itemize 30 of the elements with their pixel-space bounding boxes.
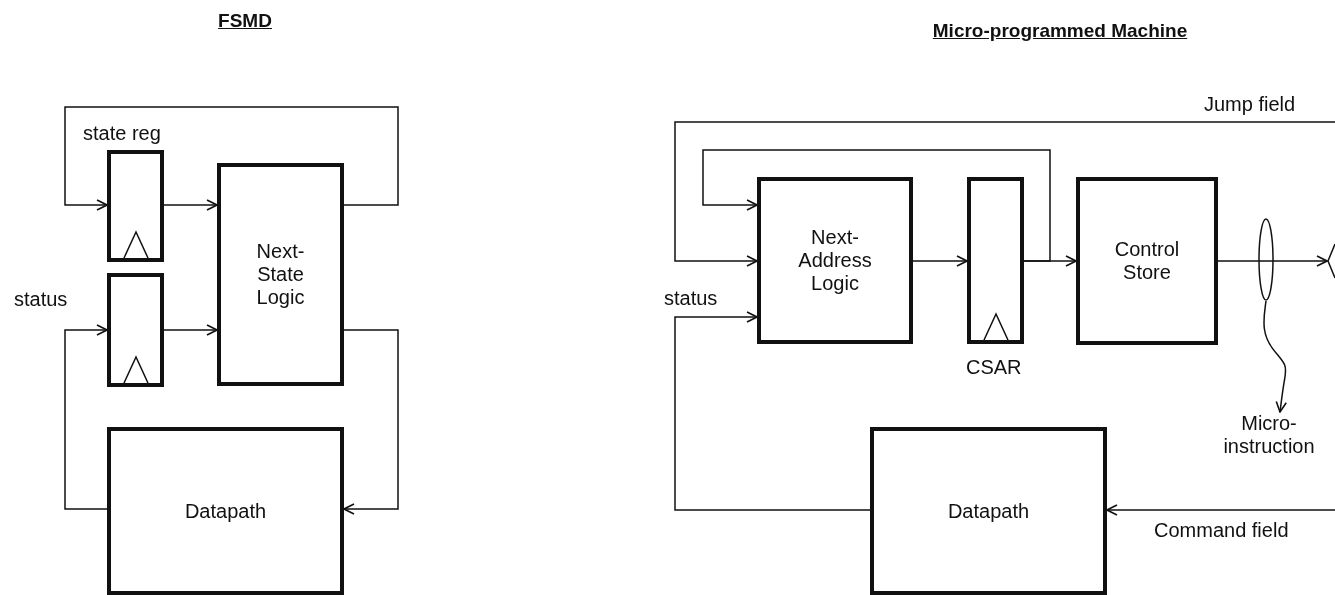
block-label: Control Store	[1113, 238, 1181, 284]
heading: FSMD	[218, 10, 272, 32]
block-label: Datapath	[947, 499, 1030, 523]
arrow	[702, 149, 1051, 262]
arrow	[1023, 255, 1077, 267]
arrow	[64, 324, 108, 510]
block-box	[107, 427, 344, 595]
arrow	[64, 106, 399, 211]
arrow	[674, 311, 871, 511]
block-box	[757, 177, 913, 344]
leader-line	[1263, 300, 1287, 413]
block-label: Next- Address Logic	[797, 226, 873, 295]
arrow	[163, 199, 218, 211]
block-box	[870, 427, 1107, 595]
arrow	[912, 255, 968, 267]
arrow	[343, 329, 399, 515]
register-box	[107, 273, 164, 387]
heading: Micro-programmed Machine	[932, 20, 1188, 42]
arrow	[1217, 255, 1328, 267]
register-label: state reg	[83, 122, 161, 145]
block-box	[217, 163, 344, 386]
bus-ellipse	[1258, 218, 1274, 301]
arrow	[674, 121, 1335, 267]
arrow	[163, 324, 218, 336]
block-box	[1076, 177, 1218, 345]
block-label: Next- State Logic	[255, 240, 306, 309]
arrow	[1106, 504, 1335, 516]
register-label: CSAR	[966, 356, 1022, 379]
block-label: Datapath	[184, 499, 267, 523]
signal-label: Micro- instruction	[1205, 412, 1333, 470]
